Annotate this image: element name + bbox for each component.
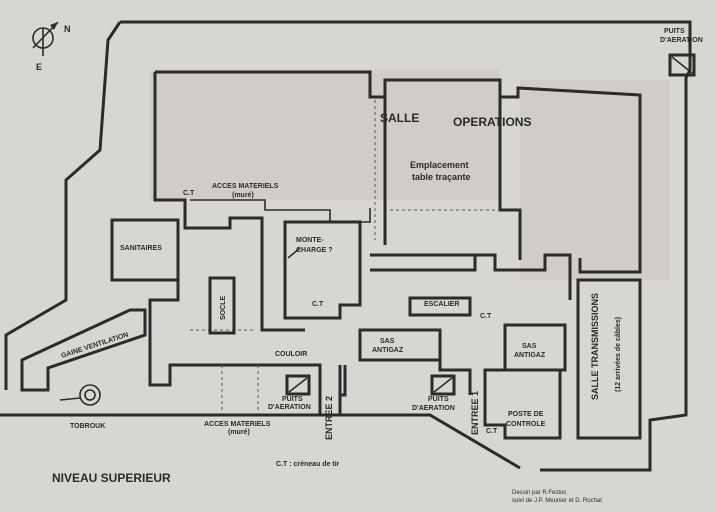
label-socle: SOCLE bbox=[220, 296, 227, 320]
entrance-walls bbox=[338, 360, 472, 397]
label-escalier: ESCALIER bbox=[424, 301, 459, 308]
compass-north: N bbox=[64, 24, 71, 34]
legend-ct: C.T : créneau de tir bbox=[276, 461, 340, 468]
label-tobrouk: TOBROUK bbox=[70, 423, 105, 430]
credit-line-2: suivi de J.P. Meunier et D. Rochat bbox=[512, 498, 602, 504]
connecting-corridor bbox=[370, 253, 572, 300]
label-poste: POSTE DE bbox=[508, 411, 544, 418]
label-sanitaires: SANITAIRES bbox=[120, 245, 162, 252]
label-acces-materiels-top: ACCES MATERIELS bbox=[212, 183, 279, 190]
label-ct-2: C.T bbox=[312, 301, 324, 308]
monte-charge-room bbox=[283, 220, 362, 320]
aeration-shaft-2 bbox=[430, 374, 456, 396]
label-entree-2: ENTREE 2 bbox=[324, 396, 334, 440]
aeration-shaft-top bbox=[668, 53, 696, 77]
label-sas-1: SAS bbox=[380, 338, 395, 345]
label-entree-1: ENTREE 1 bbox=[470, 391, 480, 435]
escalier bbox=[408, 296, 472, 317]
plan-title: NIVEAU SUPERIEUR bbox=[52, 471, 171, 485]
label-acces-materiels-bottom: ACCES MATERIELS bbox=[204, 421, 271, 428]
tobrouk-emplacement bbox=[59, 384, 101, 406]
label-aeration-1: D'AERATION bbox=[268, 404, 311, 411]
label-charge: CHARGE ? bbox=[296, 247, 333, 254]
label-emplacement: Emplacement bbox=[410, 160, 469, 170]
socle bbox=[208, 276, 236, 335]
salle-transmissions bbox=[576, 278, 642, 440]
label-mure-top: (muré) bbox=[232, 192, 254, 199]
label-couloir: COULOIR bbox=[275, 351, 307, 358]
label-controle: CONTROLE bbox=[506, 421, 546, 428]
label-table-tracante: table traçante bbox=[412, 172, 471, 182]
label-antigaz-1: ANTIGAZ bbox=[372, 347, 404, 354]
label-salle: SALLE bbox=[380, 111, 419, 125]
sas-antigaz-2 bbox=[503, 323, 567, 372]
label-monte: MONTE- bbox=[296, 237, 324, 244]
label-ct-3: C.T bbox=[480, 313, 492, 320]
label-operations: OPERATIONS bbox=[453, 115, 531, 129]
label-aeration-2: D'AERATION bbox=[412, 405, 455, 412]
acces-materiels-top-wall bbox=[190, 199, 371, 223]
label-ct-4: C.T bbox=[486, 428, 498, 435]
label-sas-2: SAS bbox=[522, 343, 537, 350]
label-puits-1: PUITS bbox=[282, 396, 303, 403]
label-salle-transmissions: SALLE TRANSMISSIONS bbox=[590, 293, 600, 400]
hillside-shading bbox=[150, 70, 500, 200]
compass-east: E bbox=[36, 62, 42, 72]
label-antigaz-2: ANTIGAZ bbox=[514, 352, 546, 359]
hillside-shading-right bbox=[520, 80, 670, 280]
label-aeration-top: D'AERATION bbox=[660, 37, 703, 44]
label-puits-top: PUITS bbox=[664, 28, 685, 35]
salle-operations-walls bbox=[153, 70, 642, 274]
label-arrivees: (12 arrivées de câbles) bbox=[615, 317, 622, 392]
outer-outline bbox=[4, 20, 692, 472]
couloir-walls bbox=[148, 215, 322, 415]
gaine-ventilation bbox=[20, 308, 147, 392]
aeration-shaft-1 bbox=[285, 374, 311, 396]
label-mure-bottom: (muré) bbox=[228, 429, 250, 436]
poste-de-controle bbox=[483, 368, 562, 440]
credit-line-1: Dessin par R.Festoc bbox=[512, 490, 566, 496]
bottom-outline bbox=[0, 395, 521, 470]
compass-icon bbox=[32, 21, 59, 56]
label-ct-1: C.T bbox=[183, 190, 195, 197]
label-puits-2: PUITS bbox=[428, 396, 449, 403]
